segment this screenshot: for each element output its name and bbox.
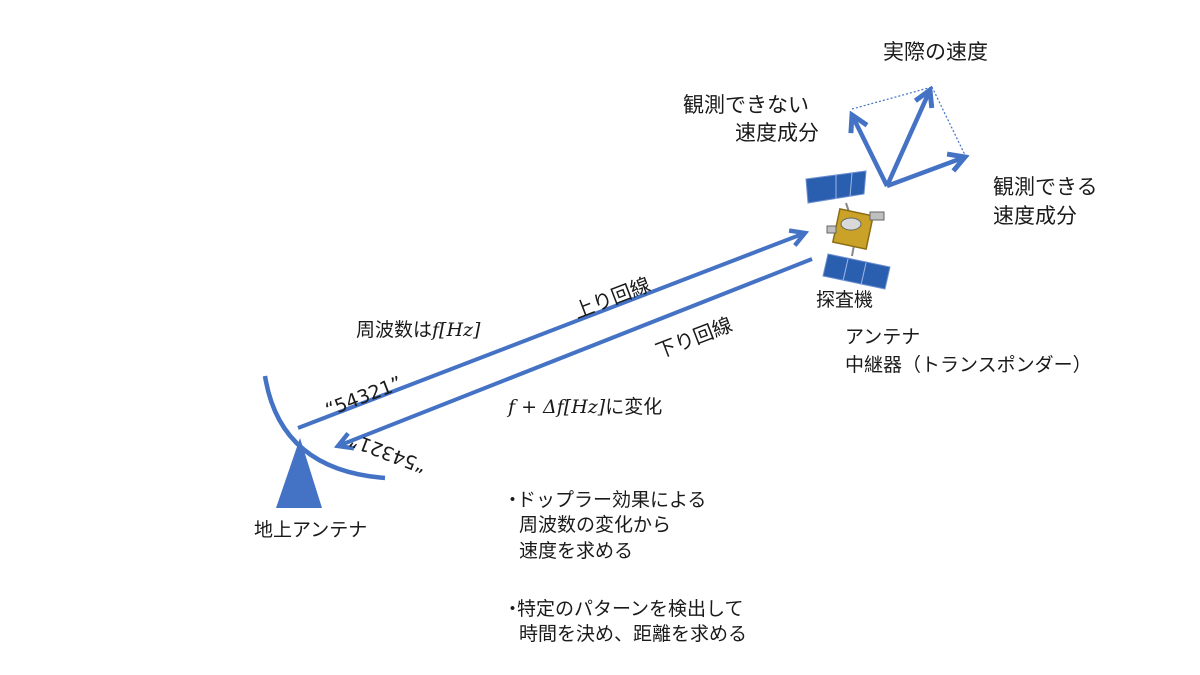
observable-label-line2: 速度成分: [993, 204, 1077, 228]
dish-mount: [276, 438, 322, 508]
shifted-suffix: に変化: [605, 396, 663, 418]
unobservable-label-line2: 速度成分: [735, 121, 819, 145]
solar-panel-bottom: [822, 253, 891, 290]
bullet-marker: ・: [503, 489, 523, 511]
unobservable-label-line1: 観測できない: [683, 93, 809, 117]
bullet-doppler: ・ドップラー効果による 周波数の変化から 速度を求める: [503, 488, 706, 564]
frequency-label: 周波数はf[Hz]: [356, 318, 480, 343]
bullet-line: 時間を決め、距離を求める: [519, 623, 748, 646]
bullet-line: 速度を求める: [519, 539, 634, 562]
bullet-line: 周波数の変化から: [519, 514, 672, 537]
actual-velocity-label: 実際の速度: [883, 40, 988, 64]
spacecraft-icon: [805, 170, 891, 290]
velocity-vectors: [851, 86, 966, 189]
ground-antenna-label: 地上アンテナ: [254, 519, 368, 541]
transponder-label-line2: 中継器（トランスポンダー）: [845, 354, 1092, 376]
bullet-line: 特定のパターンを検出して: [517, 598, 744, 620]
probe-dish: [840, 217, 862, 231]
shifted-frequency-label: f + Δf[Hz]に変化: [508, 395, 662, 420]
bullet-line: ドップラー効果による: [517, 489, 707, 511]
actual-velocity-arrow: [884, 90, 930, 187]
dotted-guide-right: [931, 86, 966, 156]
frequency-prefix: 周波数は: [356, 319, 433, 341]
downlink-arrow: [338, 257, 813, 446]
uplink-arrow: [297, 233, 805, 430]
unobservable-component-arrow: [852, 115, 890, 187]
bullet-marker: ・: [503, 598, 523, 620]
observable-component-arrow: [886, 157, 965, 189]
shifted-formula: f + Δf[Hz]: [508, 396, 606, 418]
transponder-label-line1: アンテナ: [845, 326, 921, 348]
dotted-guide-top: [851, 86, 933, 110]
probe-label: 探査機: [816, 289, 874, 311]
bullet-ranging: ・特定のパターンを検出して 時間を決め、距離を求める: [503, 597, 747, 648]
observable-label-line1: 観測できる: [993, 175, 1098, 199]
frequency-formula: f[Hz]: [432, 319, 481, 341]
dish-antenna-icon: [262, 375, 386, 508]
